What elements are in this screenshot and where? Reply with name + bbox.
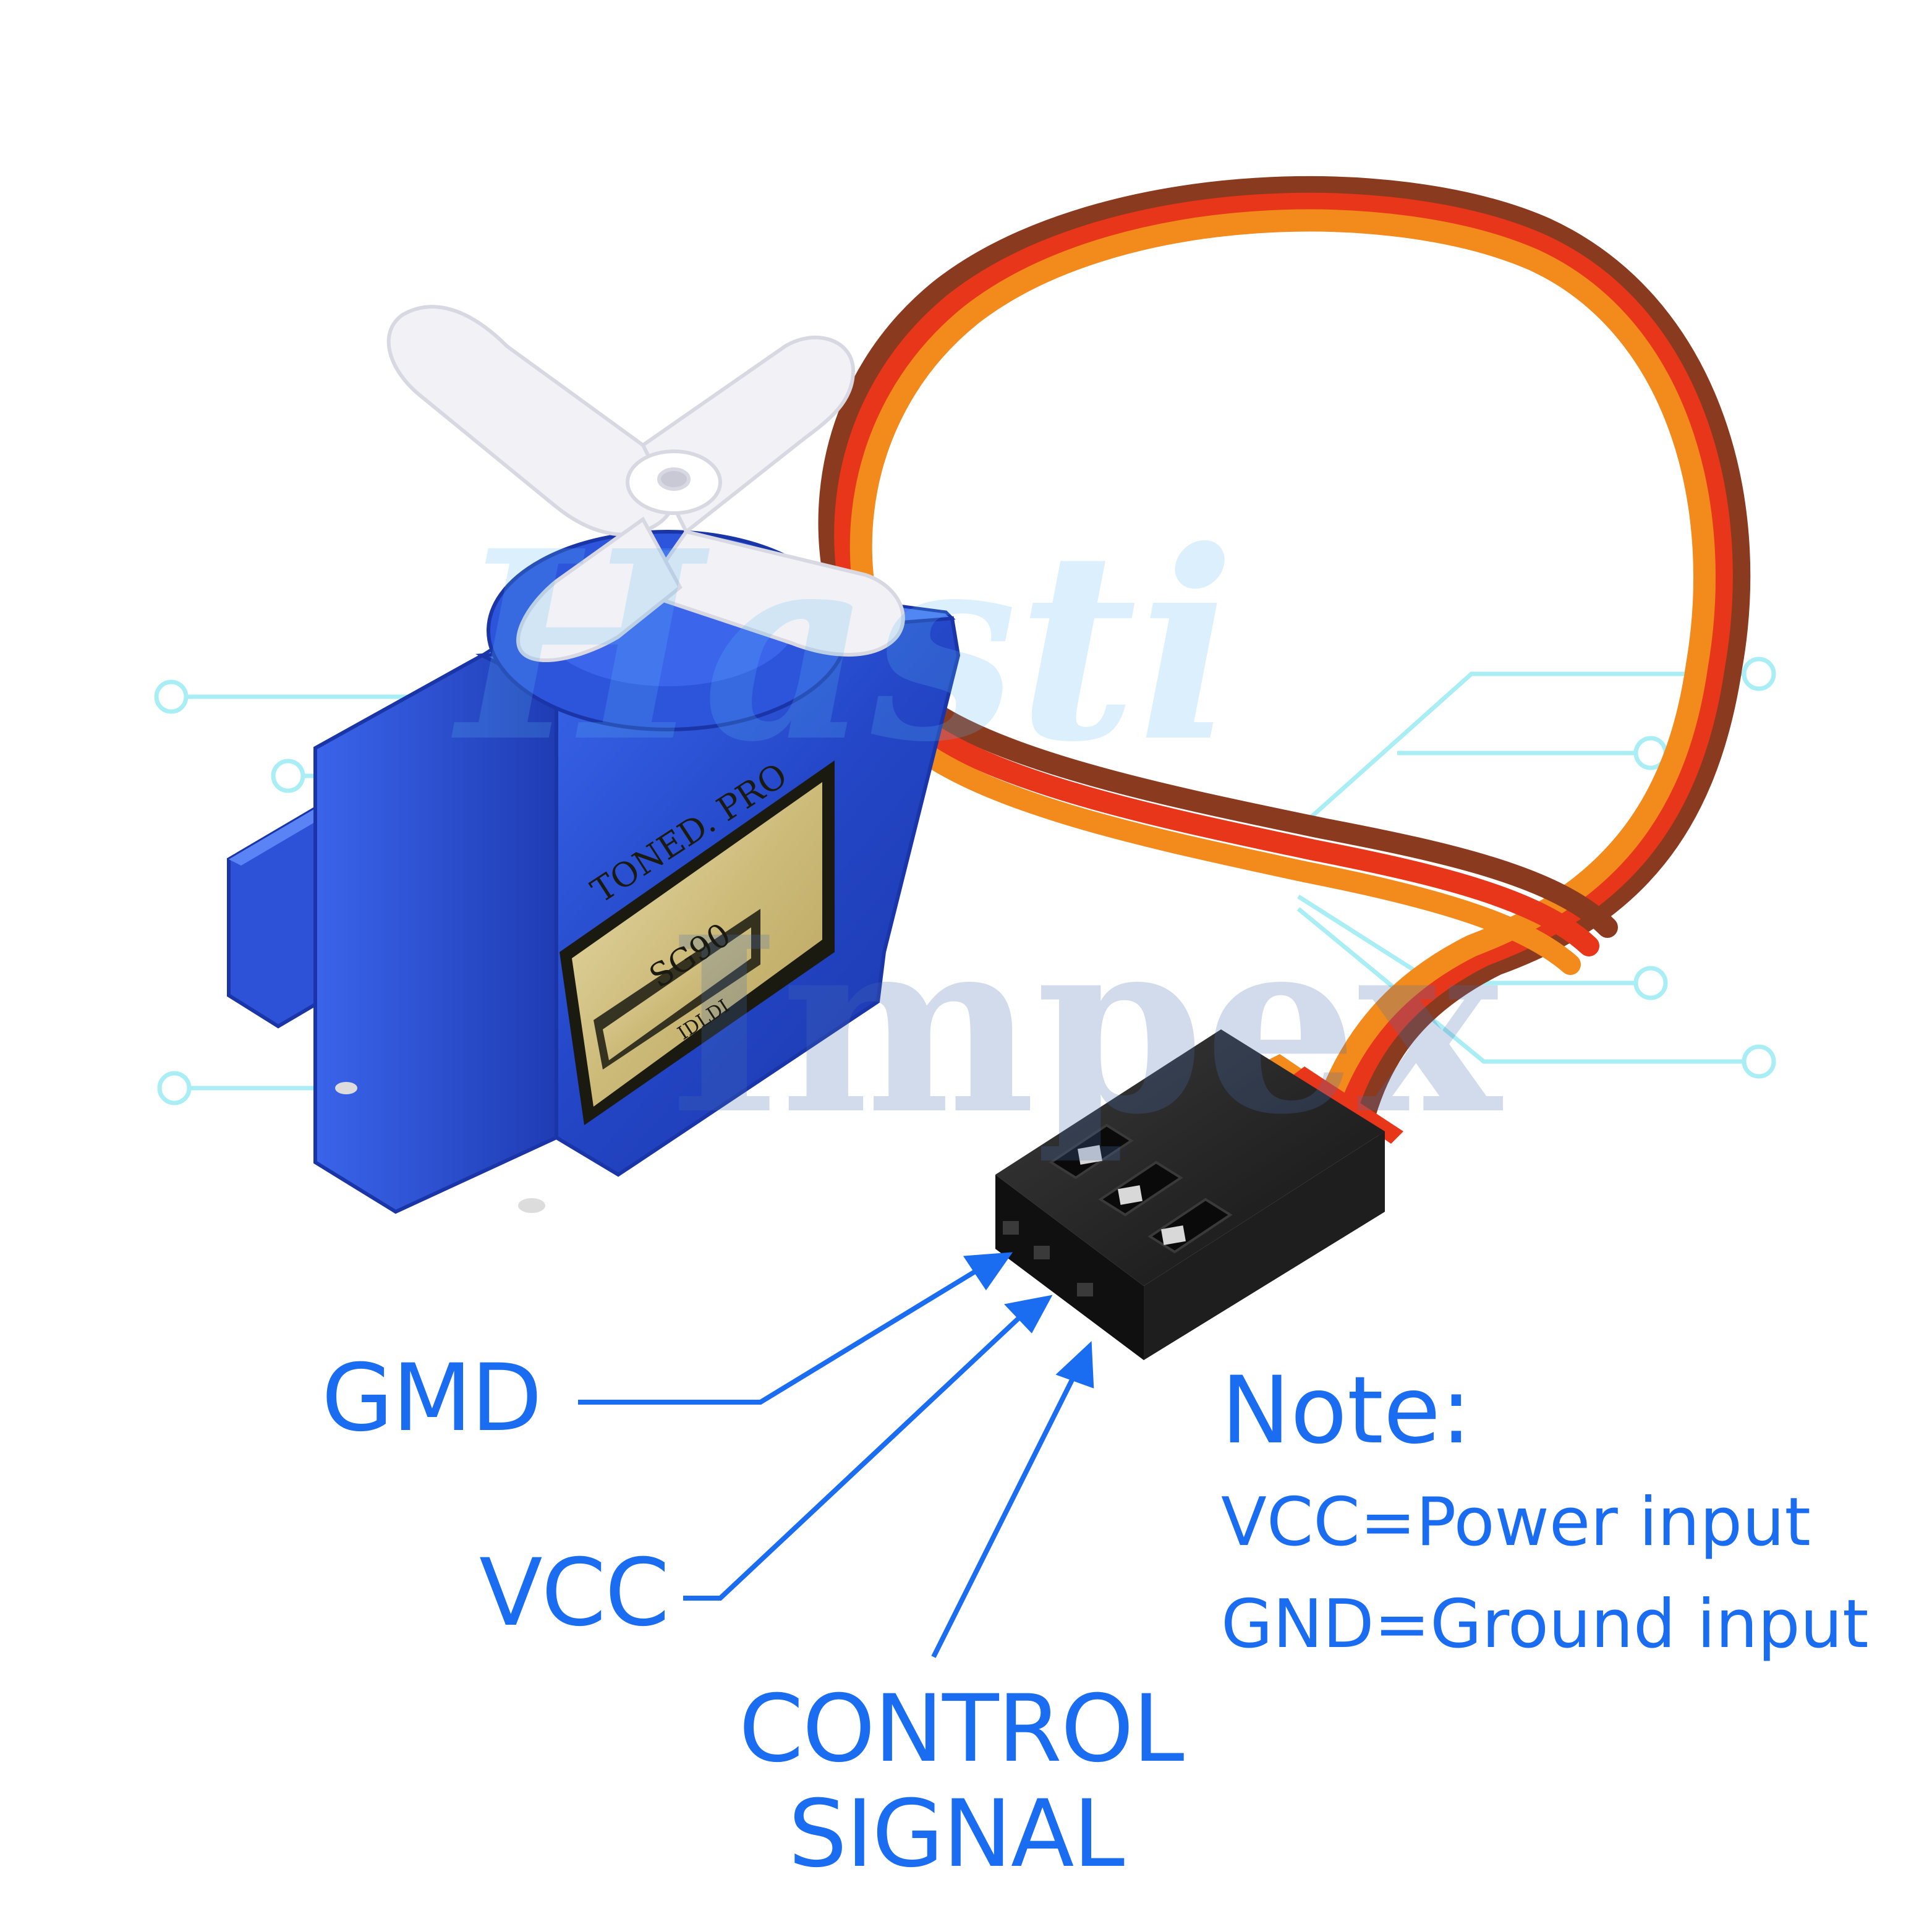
servo-cable [818,176,1751,1143]
gnd-pin-label: GMD [321,1345,542,1452]
pin-leader-lines [578,1252,1094,1658]
vcc-pin-label: VCC [479,1539,670,1647]
servo-connector [995,1029,1403,1360]
watermark-line1: Hasti [457,495,1236,799]
note-line-gnd: GND=Ground input [1221,1586,1869,1663]
note-line-vcc: VCC=Power input [1221,1484,1811,1561]
note-title: Note: [1221,1357,1472,1465]
circuit-decoration-right [1296,657,1776,1079]
watermark-line2: Impex [668,884,1502,1167]
control-signal-label-line1: CONTROL [739,1675,1184,1783]
control-signal-label-line2: SIGNAL [788,1781,1125,1888]
servo-horn [386,305,905,662]
